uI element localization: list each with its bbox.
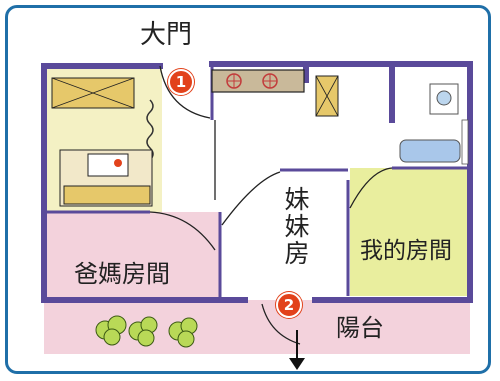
marker-2: 2 — [276, 292, 302, 318]
marker-1: 1 — [168, 69, 194, 95]
kitchen-counter — [211, 69, 305, 93]
my-room-fill — [350, 168, 468, 296]
main-door-label: 大門 — [140, 20, 193, 50]
sister-room-label: 妹妹房 — [281, 186, 310, 267]
bed-footboard — [63, 185, 151, 205]
balcony-label: 陽台 — [336, 314, 384, 342]
parents-door-swing — [149, 211, 216, 251]
my-room-door-swing — [349, 167, 393, 209]
exit-arrow-head — [289, 358, 305, 370]
plants — [95, 315, 198, 348]
balcony-door-swing — [261, 303, 301, 345]
parents-room-label: 爸媽房間 — [74, 260, 170, 288]
main-door-swing — [159, 65, 211, 119]
my-room-label: 我的房間 — [360, 238, 452, 264]
parents-room-fill — [44, 212, 220, 300]
sister-door-swing — [221, 171, 281, 226]
bathtub — [399, 139, 461, 163]
bath-ledge — [461, 119, 469, 165]
pillow — [87, 153, 129, 177]
